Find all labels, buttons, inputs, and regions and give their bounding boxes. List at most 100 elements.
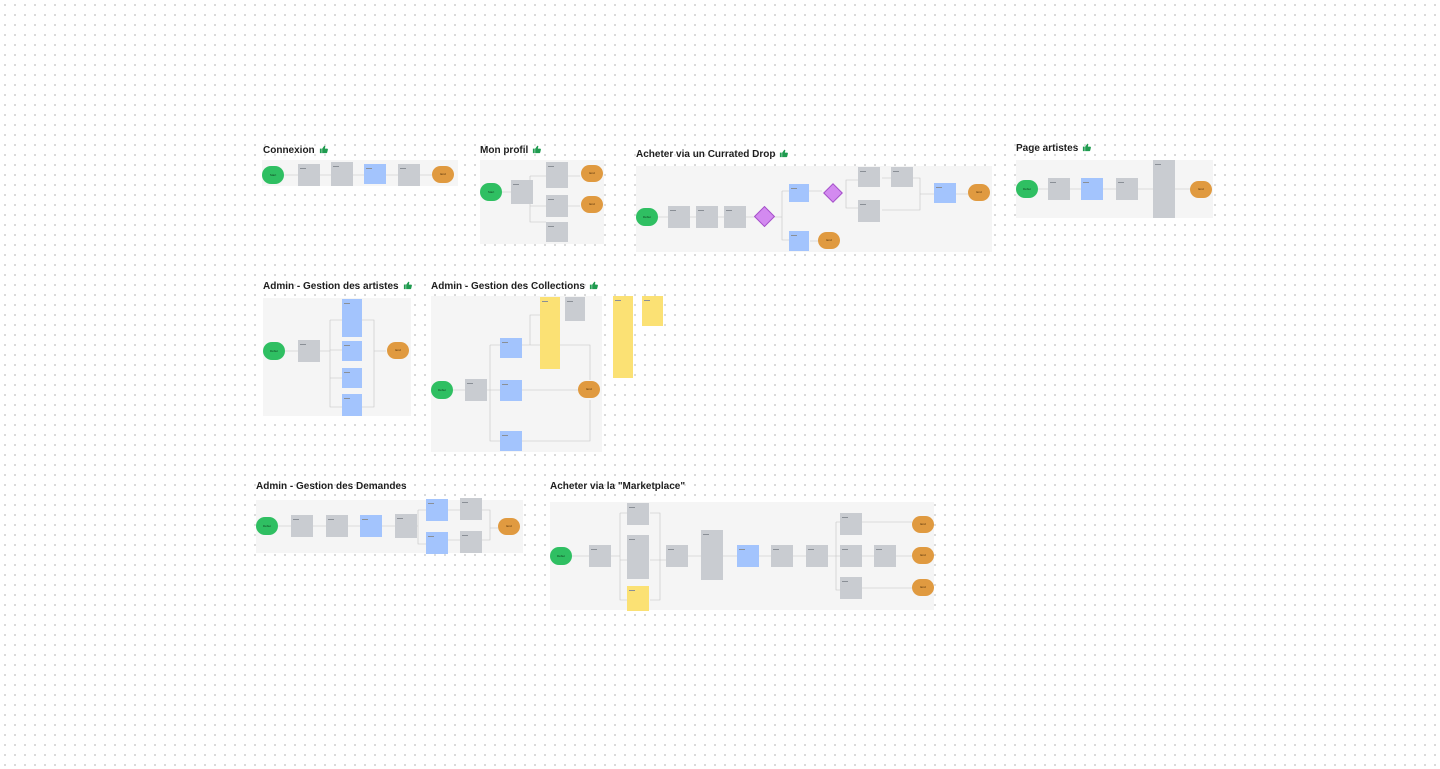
gestion-collections-step-5[interactable] [565, 297, 585, 321]
flow-title-gestion-collections: Admin - Gestion des Collections [431, 281, 598, 293]
gestion-collections-end-node[interactable]: End [578, 381, 600, 398]
card-meta [876, 549, 882, 550]
marketplace-step-8[interactable] [806, 545, 828, 567]
gestion-artistes-step-4[interactable] [342, 368, 362, 388]
connexion-step-1[interactable] [298, 164, 320, 186]
gestion-demandes-step-5[interactable] [426, 499, 448, 521]
card-meta [428, 536, 434, 537]
card-meta [629, 507, 635, 508]
mon-profil-step-3[interactable] [546, 195, 568, 217]
connexion-end-node[interactable]: End [432, 166, 454, 183]
gestion-demandes-step-2[interactable] [326, 515, 348, 537]
gestion-collections-step-4[interactable] [500, 431, 522, 451]
flow-title-connexion: Connexion [263, 145, 328, 157]
mon-profil-end-node-2[interactable]: End [581, 196, 603, 213]
gestion-artistes-end-node[interactable]: End [387, 342, 409, 359]
gestion-collections-note-1[interactable] [540, 297, 560, 369]
gestion-collections-step-3[interactable] [500, 380, 522, 401]
marketplace-step-1[interactable] [589, 545, 611, 567]
marketplace-step-4[interactable] [666, 545, 688, 567]
gestion-demandes-step-4[interactable] [395, 514, 417, 538]
card-meta [668, 549, 674, 550]
card-meta [344, 345, 350, 346]
page-artistes-step-4[interactable] [1153, 160, 1175, 218]
currated-drop-step-5[interactable] [789, 231, 809, 251]
currated-drop-step-9[interactable] [934, 183, 956, 203]
card-meta [860, 204, 866, 205]
currated-drop-end-node-1[interactable]: End [968, 184, 990, 201]
marketplace-end-node-1[interactable]: End [912, 516, 934, 533]
gestion-collections-note-3[interactable] [642, 296, 663, 326]
gestion-artistes-step-1[interactable] [298, 340, 320, 362]
marketplace-note-1[interactable] [627, 586, 649, 611]
marketplace-step-10[interactable] [840, 545, 862, 567]
flow-title-text: Acheter via un Currated Drop [636, 149, 776, 160]
marketplace-end-node-3[interactable]: End [912, 579, 934, 596]
currated-drop-step-2[interactable] [696, 206, 718, 228]
connexion-step-2[interactable] [331, 162, 353, 186]
marketplace-step-2[interactable] [627, 503, 649, 525]
marketplace-step-3[interactable] [627, 535, 649, 579]
page-artistes-step-2[interactable] [1081, 178, 1103, 200]
gestion-collections-note-2[interactable] [613, 296, 633, 378]
gestion-collections-step-1[interactable] [465, 379, 487, 401]
marketplace-step-9[interactable] [840, 513, 862, 535]
mon-profil-step-1[interactable] [511, 180, 533, 204]
gestion-demandes-step-7[interactable] [460, 498, 482, 520]
mon-profil-end-node-1[interactable]: End [581, 165, 603, 182]
card-meta [397, 518, 403, 519]
thumbs-up-icon [403, 281, 412, 290]
gestion-demandes-step-1[interactable] [291, 515, 313, 537]
currated-drop-step-7[interactable] [858, 200, 880, 222]
mon-profil-start-node[interactable]: Start [480, 183, 502, 201]
connexion-step-3[interactable] [364, 164, 386, 184]
card-meta [542, 301, 548, 302]
thumbs-up-icon [319, 145, 328, 154]
gestion-demandes-start-node[interactable]: Début [256, 517, 278, 535]
marketplace-step-11[interactable] [874, 545, 896, 567]
currated-drop-start-node[interactable]: Début [636, 208, 658, 226]
card-meta [791, 235, 797, 236]
card-meta [328, 519, 334, 520]
gestion-demandes-step-8[interactable] [460, 531, 482, 553]
currated-drop-step-4[interactable] [789, 184, 809, 202]
page-artistes-step-3[interactable] [1116, 178, 1138, 200]
marketplace-start-node[interactable]: Début [550, 547, 572, 565]
connexion-step-4[interactable] [398, 164, 420, 186]
gestion-collections-step-2[interactable] [500, 338, 522, 358]
card-meta [366, 168, 372, 169]
card-meta [344, 303, 350, 304]
card-meta [703, 534, 709, 535]
card-meta [1083, 182, 1089, 183]
flow-title-text: Admin - Gestion des Collections [431, 281, 585, 292]
card-meta [860, 171, 866, 172]
gestion-collections-start-node[interactable]: Début [431, 381, 453, 399]
gestion-artistes-start-node[interactable]: Début [263, 342, 285, 360]
currated-drop-step-1[interactable] [668, 206, 690, 228]
marketplace-step-7[interactable] [771, 545, 793, 567]
gestion-artistes-step-2[interactable] [342, 299, 362, 337]
marketplace-step-12[interactable] [840, 577, 862, 599]
gestion-artistes-step-3[interactable] [342, 341, 362, 361]
currated-drop-step-8[interactable] [891, 167, 913, 187]
marketplace-step-6[interactable] [737, 545, 759, 567]
currated-drop-end-node-2[interactable]: End [818, 232, 840, 249]
marketplace-end-node-2[interactable]: End [912, 547, 934, 564]
flow-title-text: Acheter via la "Marketplace" [550, 481, 686, 492]
currated-drop-step-3[interactable] [724, 206, 746, 228]
gestion-artistes-step-5[interactable] [342, 394, 362, 416]
gestion-demandes-step-3[interactable] [360, 515, 382, 537]
mon-profil-step-4[interactable] [546, 222, 568, 242]
page-artistes-end-node[interactable]: End [1190, 181, 1212, 198]
gestion-demandes-end-node[interactable]: End [498, 518, 520, 535]
page-artistes-step-1[interactable] [1048, 178, 1070, 200]
gestion-demandes-step-6[interactable] [426, 532, 448, 554]
card-meta [893, 171, 899, 172]
marketplace-step-5[interactable] [701, 530, 723, 580]
currated-drop-step-6[interactable] [858, 167, 880, 187]
flow-title-mon-profil: Mon profil [480, 145, 542, 157]
mon-profil-step-2[interactable] [546, 162, 568, 188]
card-meta [936, 187, 942, 188]
page-artistes-start-node[interactable]: Début [1016, 180, 1038, 198]
connexion-start-node[interactable]: Start [262, 166, 284, 184]
